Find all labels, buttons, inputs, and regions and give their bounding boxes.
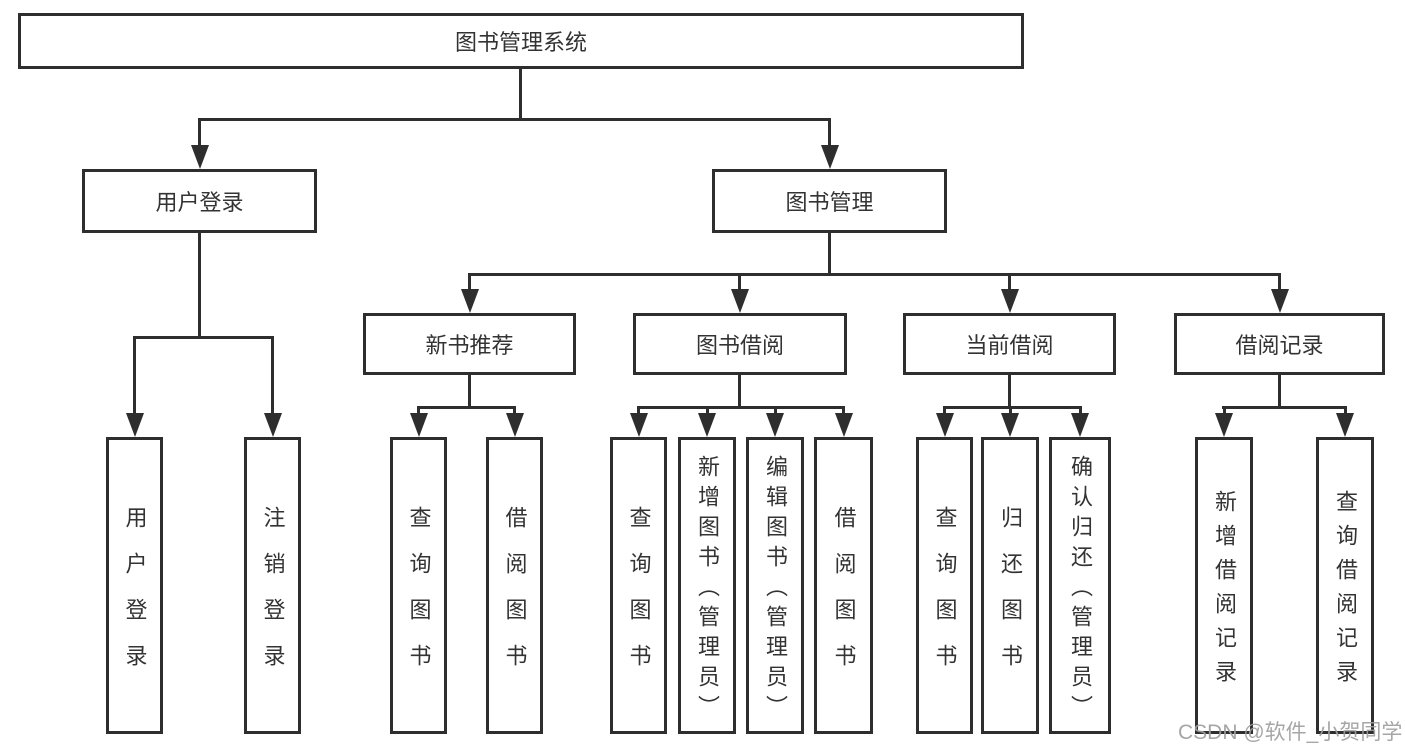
- node-label: 新增借阅记录: [1212, 489, 1237, 694]
- leaf-query-books-recommend: 查询图书: [390, 437, 447, 734]
- node-book-borrowing: 图书借阅: [633, 313, 847, 375]
- connector-book-borrow-split: [637, 406, 845, 409]
- node-label: 新增图书（管理员）: [695, 454, 720, 725]
- arrow-down-leaf: [1343, 406, 1347, 413]
- leaf-user-login: 用户登录: [106, 437, 163, 734]
- arrow-down-leaf: [943, 406, 946, 413]
- connector-root-stem: [519, 69, 522, 118]
- node-book-management: 图书管理: [712, 169, 947, 233]
- connector-user-login-stem: [198, 233, 201, 336]
- node-label: 新书推荐: [425, 333, 514, 358]
- node-label: 注销登录: [260, 505, 286, 690]
- arrow-down-leaf: [417, 406, 420, 413]
- node-label: 查询图书: [406, 505, 432, 690]
- connector-book-management-split: [468, 273, 1281, 276]
- arrow-down-to-login-leaf: [133, 336, 136, 413]
- leaf-borrow-books: 借阅图书: [814, 437, 873, 734]
- arrow-down-leaf: [842, 406, 845, 413]
- arrow-down-to-new-book: [468, 273, 471, 289]
- connector-current-borrow-stem: [1008, 375, 1011, 406]
- arrow-down-leaf: [1222, 406, 1226, 413]
- connector-book-management-stem: [828, 233, 831, 273]
- node-label: 查询图书: [626, 505, 652, 690]
- arrow-down-leaf: [1078, 406, 1082, 413]
- leaf-confirm-return-admin: 确认归还（管理员）: [1049, 437, 1111, 734]
- arrow-down-to-book-management: [828, 118, 831, 145]
- node-label: 图书管理: [785, 190, 874, 215]
- node-label: 归还图书: [998, 505, 1023, 690]
- node-label: 查询图书: [932, 505, 958, 690]
- connector-root-split: [198, 118, 831, 121]
- connector-book-borrow-stem: [738, 375, 741, 406]
- node-label: 当前借阅: [965, 333, 1054, 358]
- arrow-down-to-current-borrow: [1008, 273, 1011, 289]
- leaf-query-books-current: 查询图书: [916, 437, 973, 734]
- arrow-down-to-book-borrow: [738, 273, 741, 289]
- csdn-watermark: CSDN @软件_小贺同学: [1178, 721, 1403, 744]
- arrow-down-to-user-login: [198, 118, 201, 145]
- leaf-query-books-borrowing: 查询图书: [610, 437, 667, 734]
- leaf-return-books: 归还图书: [981, 437, 1039, 734]
- leaf-query-borrow-record: 查询借阅记录: [1316, 437, 1374, 734]
- leaf-logout: 注销登录: [244, 437, 301, 734]
- node-label: 借阅图书: [502, 505, 528, 690]
- arrow-down-leaf: [773, 406, 777, 413]
- node-label: 用户登录: [122, 505, 148, 690]
- node-user-login-group: 用户登录: [82, 169, 317, 233]
- connector-borrow-records-stem: [1278, 375, 1281, 406]
- connector-new-book-split: [417, 406, 516, 409]
- node-current-borrowing: 当前借阅: [903, 313, 1116, 375]
- leaf-edit-books-admin: 编辑图书（管理员）: [746, 437, 804, 734]
- arrow-down-leaf: [513, 406, 516, 413]
- node-library-management-system: 图书管理系统: [18, 13, 1024, 69]
- node-label: 确认归还（管理员）: [1068, 454, 1093, 725]
- node-label: 用户登录: [155, 190, 244, 215]
- connector-user-login-split: [133, 336, 274, 339]
- node-new-book-recommend: 新书推荐: [363, 313, 576, 375]
- node-label: 借阅记录: [1235, 333, 1324, 358]
- node-label: 图书借阅: [695, 333, 784, 358]
- connector-borrow-records-split: [1222, 406, 1347, 409]
- arrow-down-leaf: [705, 406, 709, 413]
- node-label: 图书管理系统: [454, 30, 587, 55]
- arrow-down-to-logout-leaf: [271, 336, 274, 413]
- leaf-borrow-books-recommend: 借阅图书: [486, 437, 543, 734]
- arrow-down-leaf: [637, 406, 640, 413]
- node-borrowing-records: 借阅记录: [1174, 313, 1385, 375]
- leaf-add-books-admin: 新增图书（管理员）: [678, 437, 736, 734]
- node-label: 借阅图书: [831, 505, 857, 690]
- arrow-down-leaf: [1008, 406, 1012, 413]
- leaf-add-borrow-record: 新增借阅记录: [1195, 437, 1253, 734]
- connector-new-book-stem: [468, 375, 471, 406]
- connector-current-borrow-split: [943, 406, 1082, 409]
- node-label: 查询借阅记录: [1333, 489, 1358, 694]
- arrow-down-to-borrow-records: [1278, 273, 1281, 289]
- node-label: 编辑图书（管理员）: [763, 454, 788, 725]
